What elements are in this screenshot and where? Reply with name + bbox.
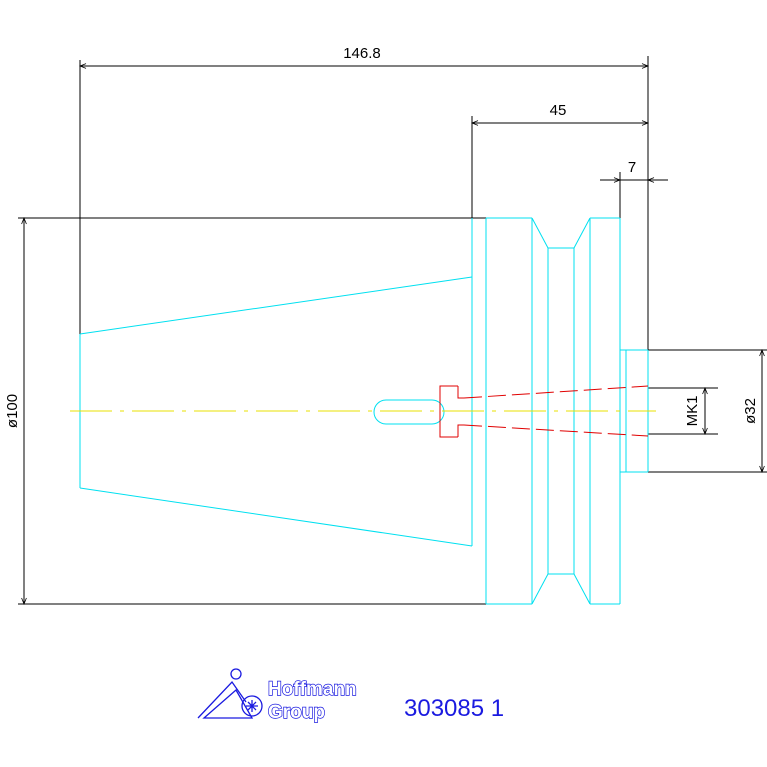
dim-diameter-shank: ø32 (742, 398, 759, 424)
logo-text-group: Group (268, 702, 325, 723)
dim-shank-length: 7 (628, 159, 636, 176)
dimension-lines (18, 56, 767, 604)
logo-emblem (197, 668, 263, 719)
logo-text-hoffmann: Hoffmann (268, 679, 357, 700)
hidden-lines (439, 385, 649, 438)
hoffmann-group-logo: Hoffmann Group (197, 668, 357, 724)
dim-taper-length: 45 (550, 102, 567, 119)
part-number: 303085 1 (404, 695, 504, 722)
dim-overall-length: 146.8 (343, 45, 381, 62)
dim-diameter-body: ø100 (4, 394, 21, 428)
part-outline (79, 217, 649, 605)
dim-morse-taper: MK1 (684, 396, 701, 427)
